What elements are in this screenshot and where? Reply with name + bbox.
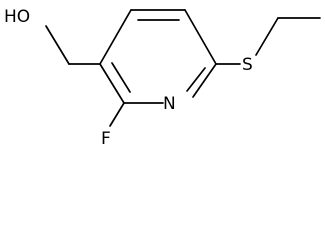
bond-c2-f xyxy=(109,102,125,127)
bond-ring-c2-c3 xyxy=(99,63,125,104)
bonds xyxy=(45,9,321,127)
molecule-structure: HO N F S xyxy=(4,7,321,149)
atom-labels: HO N F S xyxy=(4,7,253,149)
bond-ring-c6-n-inner xyxy=(186,67,206,92)
sulfur-label: S xyxy=(242,55,253,75)
bond-s-ch2 xyxy=(255,17,279,56)
fluorine-label: F xyxy=(101,129,111,149)
bond-ring-c5-c6 xyxy=(184,9,217,65)
bond-ring-c6-n xyxy=(192,63,217,98)
ring-nitrogen-label: N xyxy=(163,94,176,114)
hydroxyl-label: HO xyxy=(4,7,30,27)
bond-ch2-oh xyxy=(45,25,70,65)
bond-ring-c3-c4 xyxy=(99,9,132,65)
bond-ring-c2-c3-inner xyxy=(111,62,131,93)
